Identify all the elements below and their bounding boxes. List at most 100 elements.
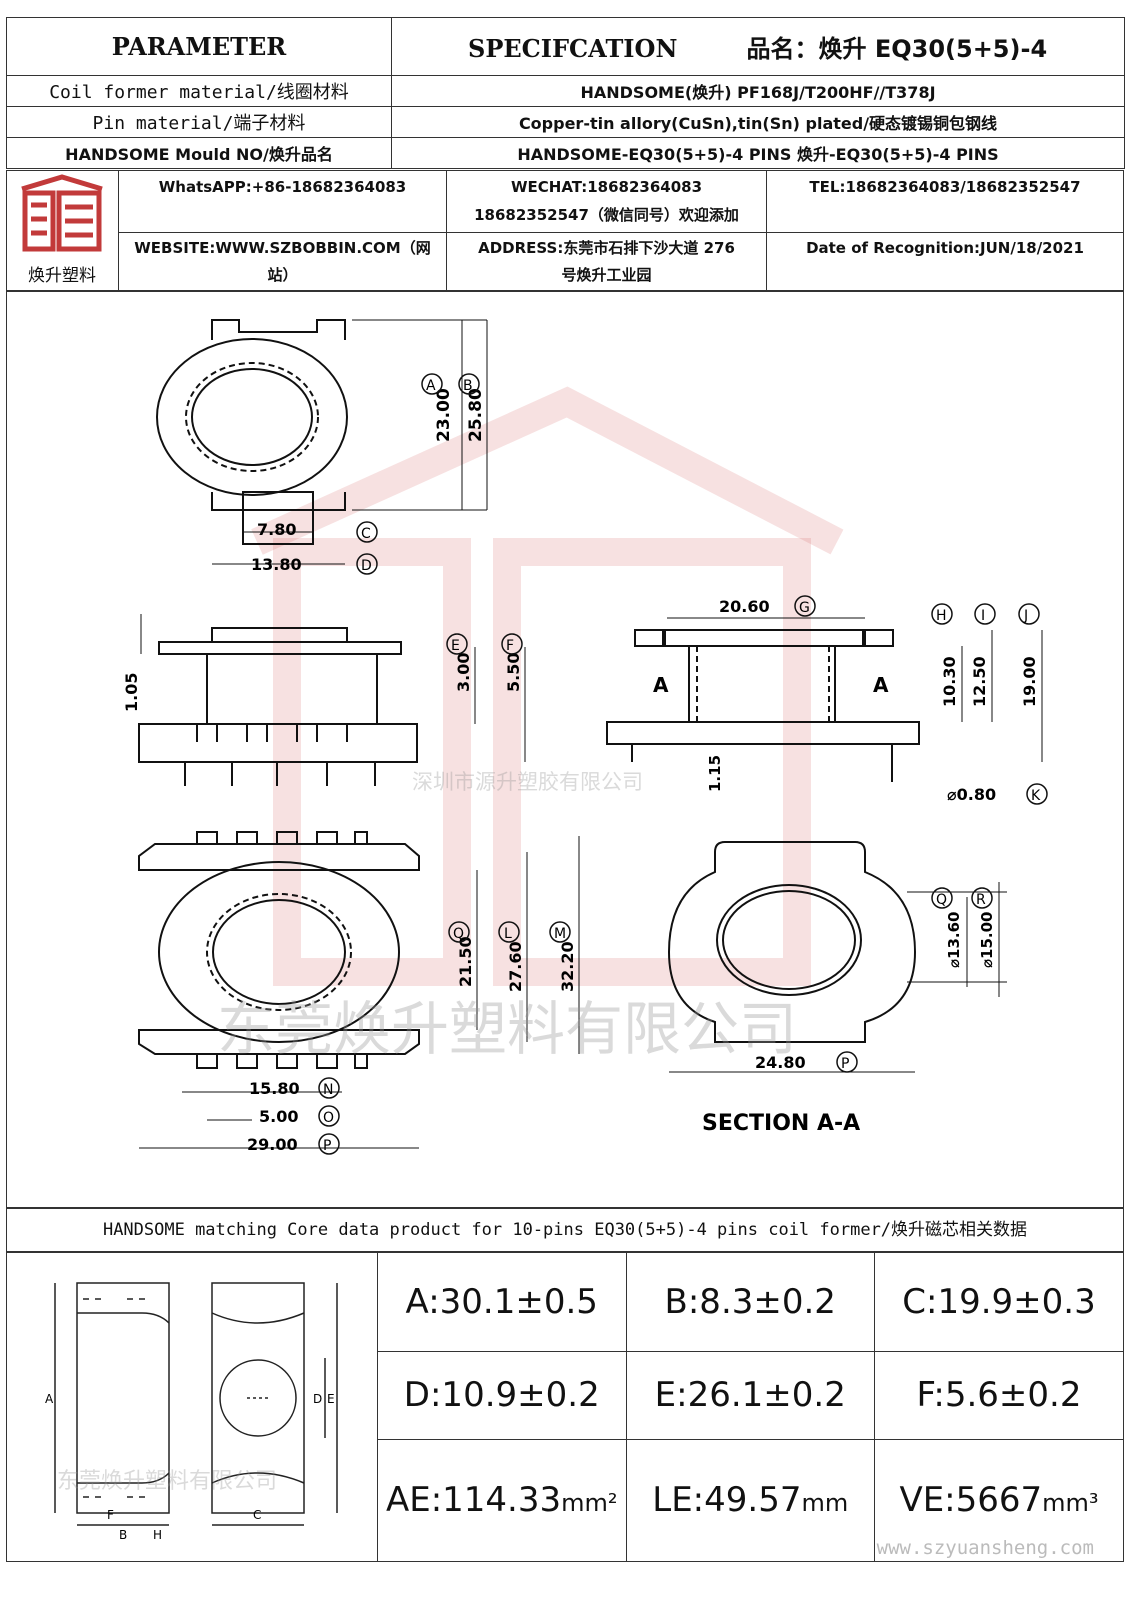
core-label-f: F xyxy=(107,1508,114,1522)
core-label-e: E xyxy=(327,1392,335,1406)
address-line-2: 号焕升工业园 xyxy=(561,266,652,284)
wechat-line-2: 18682352547（微信同号）欢迎添加 xyxy=(474,206,739,224)
company-logo: 焕升塑料 xyxy=(7,171,117,290)
spec-sheet: PARAMETER SPECIFCATION 品名：焕升 EQ30(5+5)-4… xyxy=(6,17,1125,1562)
mould-no-label: HANDSOME Mould NO/焕升品名 xyxy=(6,137,392,169)
core-ae-label: AE:114.33 xyxy=(385,1480,562,1521)
label-sec-p: P xyxy=(841,1056,849,1072)
core-le-label: LE:49.57 xyxy=(652,1480,802,1521)
label-j: J xyxy=(1023,608,1028,624)
label-e: E xyxy=(451,638,460,654)
technical-drawing: 23.00 25.80 A B 7.80 13.80 C D xyxy=(6,291,1124,1208)
watermark-logo xyxy=(251,386,844,986)
label-a: A xyxy=(426,378,436,394)
dim-sec-q-value: ⌀13.60 xyxy=(945,912,963,968)
dim-c-value: 7.80 xyxy=(257,520,296,539)
core-a: A:30.1±0.5 xyxy=(377,1253,626,1352)
core-le: LE:49.57mm xyxy=(625,1438,875,1561)
coil-material-label: Coil former material/线圈材料 xyxy=(6,75,392,107)
dim-side-pin-value: 1.05 xyxy=(122,673,141,712)
product-name: 品名：焕升 EQ30(5+5)-4 xyxy=(746,35,1048,63)
date-of-recognition: Date of Recognition:JUN/18/2021 xyxy=(806,239,1084,257)
section-mark-right: A xyxy=(873,673,889,697)
dim-f-value: 5.50 xyxy=(504,653,523,692)
core-label-c: C xyxy=(253,1508,261,1522)
dim-sec-r-value: ⌀15.00 xyxy=(978,912,996,968)
side-view xyxy=(138,614,526,786)
dim-g-value: 20.60 xyxy=(719,597,770,616)
website-line-1: WEBSITE:WWW.SZBOBBIN.COM（网 xyxy=(134,239,431,257)
core-le-unit: mm xyxy=(801,1489,849,1518)
bobbin-drawing: 23.00 25.80 A B 7.80 13.80 C D xyxy=(122,319,1048,1155)
spec-header: SPECIFCATION xyxy=(468,34,678,63)
dim-d-value: 13.80 xyxy=(251,555,302,574)
core-b: B:8.3±0.2 xyxy=(625,1253,875,1352)
coil-material-value: HANDSOME(焕升) PF168J/T200HF//T378J xyxy=(391,75,1125,107)
section-title: SECTION A-A xyxy=(702,1111,860,1136)
website-line-2: 站） xyxy=(267,266,298,284)
logo-text: 焕升塑料 xyxy=(28,266,96,286)
label-d: D xyxy=(361,558,372,574)
mould-no-value: HANDSOME-EQ30(5+5)-4 PINS 焕升-EQ30(5+5)-4… xyxy=(391,137,1125,169)
section-view xyxy=(667,841,1007,1073)
pin-material-label: Pin material/端子材料 xyxy=(6,106,392,138)
dim-o-value: 5.00 xyxy=(259,1107,298,1126)
label-g: G xyxy=(799,600,810,616)
core-f: F:5.6±0.2 xyxy=(874,1351,1123,1440)
top-view xyxy=(156,319,488,565)
dim-e-value: 3.00 xyxy=(454,653,473,692)
telephone: TEL:18682364083/18682352547 xyxy=(809,178,1081,196)
label-n: N xyxy=(323,1082,333,1098)
label-q: Q xyxy=(453,926,464,942)
company-info: 焕升塑料 WhatsAPP:+86-18682364083 WECHAT:186… xyxy=(6,170,1124,291)
core-watermark: 东莞焕升塑料有限公司 xyxy=(57,1469,278,1494)
label-r: R xyxy=(976,892,986,908)
label-b: B xyxy=(463,378,473,394)
core-values-table: A:30.1±0.5 B:8.3±0.2 C:19.9±0.3 D:10.9±0… xyxy=(377,1253,1123,1561)
dim-h-value: 10.30 xyxy=(940,656,959,707)
bottom-view xyxy=(138,831,580,1149)
label-k: K xyxy=(1031,788,1041,804)
watermark-big: 东莞焕升塑料有限公司 xyxy=(217,995,798,1063)
dim-j-value: 19.00 xyxy=(1020,656,1039,707)
label-h: H xyxy=(936,608,947,624)
core-ve-unit: mm³ xyxy=(1042,1489,1099,1518)
front-section-view xyxy=(606,617,1043,782)
section-mark-left: A xyxy=(653,673,669,697)
core-c: C:19.9±0.3 xyxy=(874,1253,1123,1352)
dim-q-value: 21.50 xyxy=(456,936,475,987)
core-ae: AE:114.33mm² xyxy=(377,1438,626,1561)
footer-url: www.szyuansheng.com xyxy=(876,1537,1094,1559)
label-o: O xyxy=(323,1110,334,1126)
core-label-a: A xyxy=(45,1392,54,1406)
label-m: M xyxy=(554,926,566,942)
label-sec-q: Q xyxy=(936,892,947,908)
dim-i-value: 12.50 xyxy=(970,656,989,707)
label-p: P xyxy=(323,1138,331,1154)
dim-a-value: 23.00 xyxy=(434,388,454,442)
dim-l-value: 27.60 xyxy=(506,941,525,992)
label-f: F xyxy=(506,638,514,654)
core-caption: HANDSOME matching Core data product for … xyxy=(6,1208,1124,1252)
watermark-middle: 深圳市源升塑胶有限公司 xyxy=(412,770,643,794)
dim-sec-p-value: 24.80 xyxy=(755,1053,806,1072)
logo-icon xyxy=(21,174,103,252)
dim-m-value: 32.20 xyxy=(558,941,577,992)
core-ve: VE:5667mm³ xyxy=(874,1438,1123,1561)
label-l: L xyxy=(504,926,512,942)
label-i: I xyxy=(981,608,985,624)
pin-material-value: Copper-tin allory(CuSn),tin(Sn) plated/硬… xyxy=(391,106,1125,138)
spec-header-cell: SPECIFCATION 品名：焕升 EQ30(5+5)-4 xyxy=(391,17,1125,76)
core-drawing: A B H F C D E xyxy=(45,1282,338,1542)
header-table: PARAMETER SPECIFCATION 品名：焕升 EQ30(5+5)-4… xyxy=(6,17,1125,169)
core-ae-unit: mm² xyxy=(561,1489,618,1518)
dim-pin-length-value: 1.15 xyxy=(706,755,724,792)
address-line-1: ADDRESS:东莞市石排下沙大道 276 xyxy=(478,239,735,257)
core-e: E:26.1±0.2 xyxy=(625,1351,875,1440)
parameter-header: PARAMETER xyxy=(6,17,392,76)
dim-b-value: 25.80 xyxy=(466,388,486,442)
wechat-line-1: WECHAT:18682364083 xyxy=(510,178,702,196)
label-c: C xyxy=(361,526,371,542)
core-label-d: D xyxy=(313,1392,322,1406)
core-label-b: B xyxy=(119,1528,127,1542)
